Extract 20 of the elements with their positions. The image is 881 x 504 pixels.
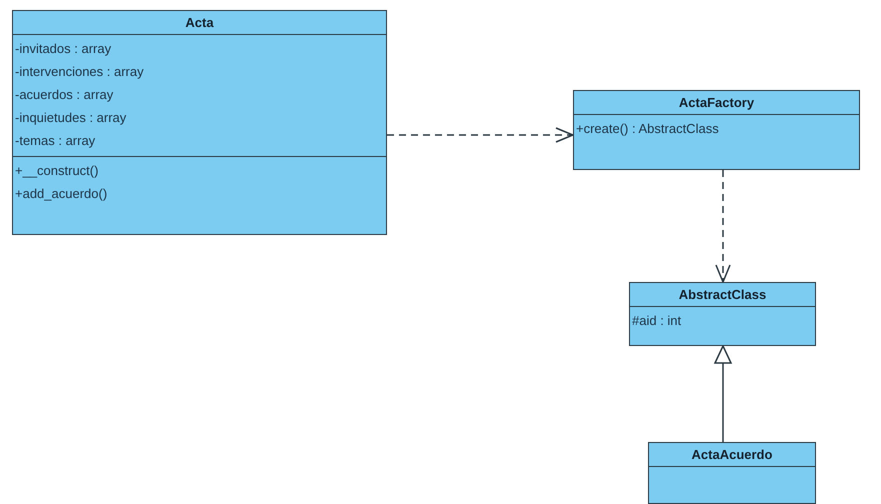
attribute-text: -inquietudes : array: [14, 109, 128, 127]
class-name: ActaFactory: [678, 94, 756, 111]
attribute-text: -acuerdos : array: [14, 86, 114, 104]
operation-text: +add_acuerdo(): [14, 185, 108, 203]
attribute-text: -invitados : array: [14, 40, 112, 58]
class-name: ActaAcuerdo: [690, 446, 774, 463]
class-name: Acta: [184, 14, 215, 31]
inheritance-arrow: [714, 345, 732, 442]
dependency-arrow: [715, 170, 731, 283]
class-box: [629, 282, 816, 346]
class-box: [12, 10, 387, 235]
attribute-text: -temas : array: [14, 132, 96, 150]
dependency-arrow: [387, 127, 574, 143]
class-box: [573, 90, 860, 170]
attribute-text: +create() : AbstractClass: [575, 120, 720, 138]
operation-text: +__construct(): [14, 162, 100, 180]
attribute-text: -intervenciones : array: [14, 63, 145, 81]
class-name: AbstractClass: [678, 286, 768, 303]
attribute-text: #aid : int: [631, 312, 682, 330]
class-box: [648, 442, 816, 504]
